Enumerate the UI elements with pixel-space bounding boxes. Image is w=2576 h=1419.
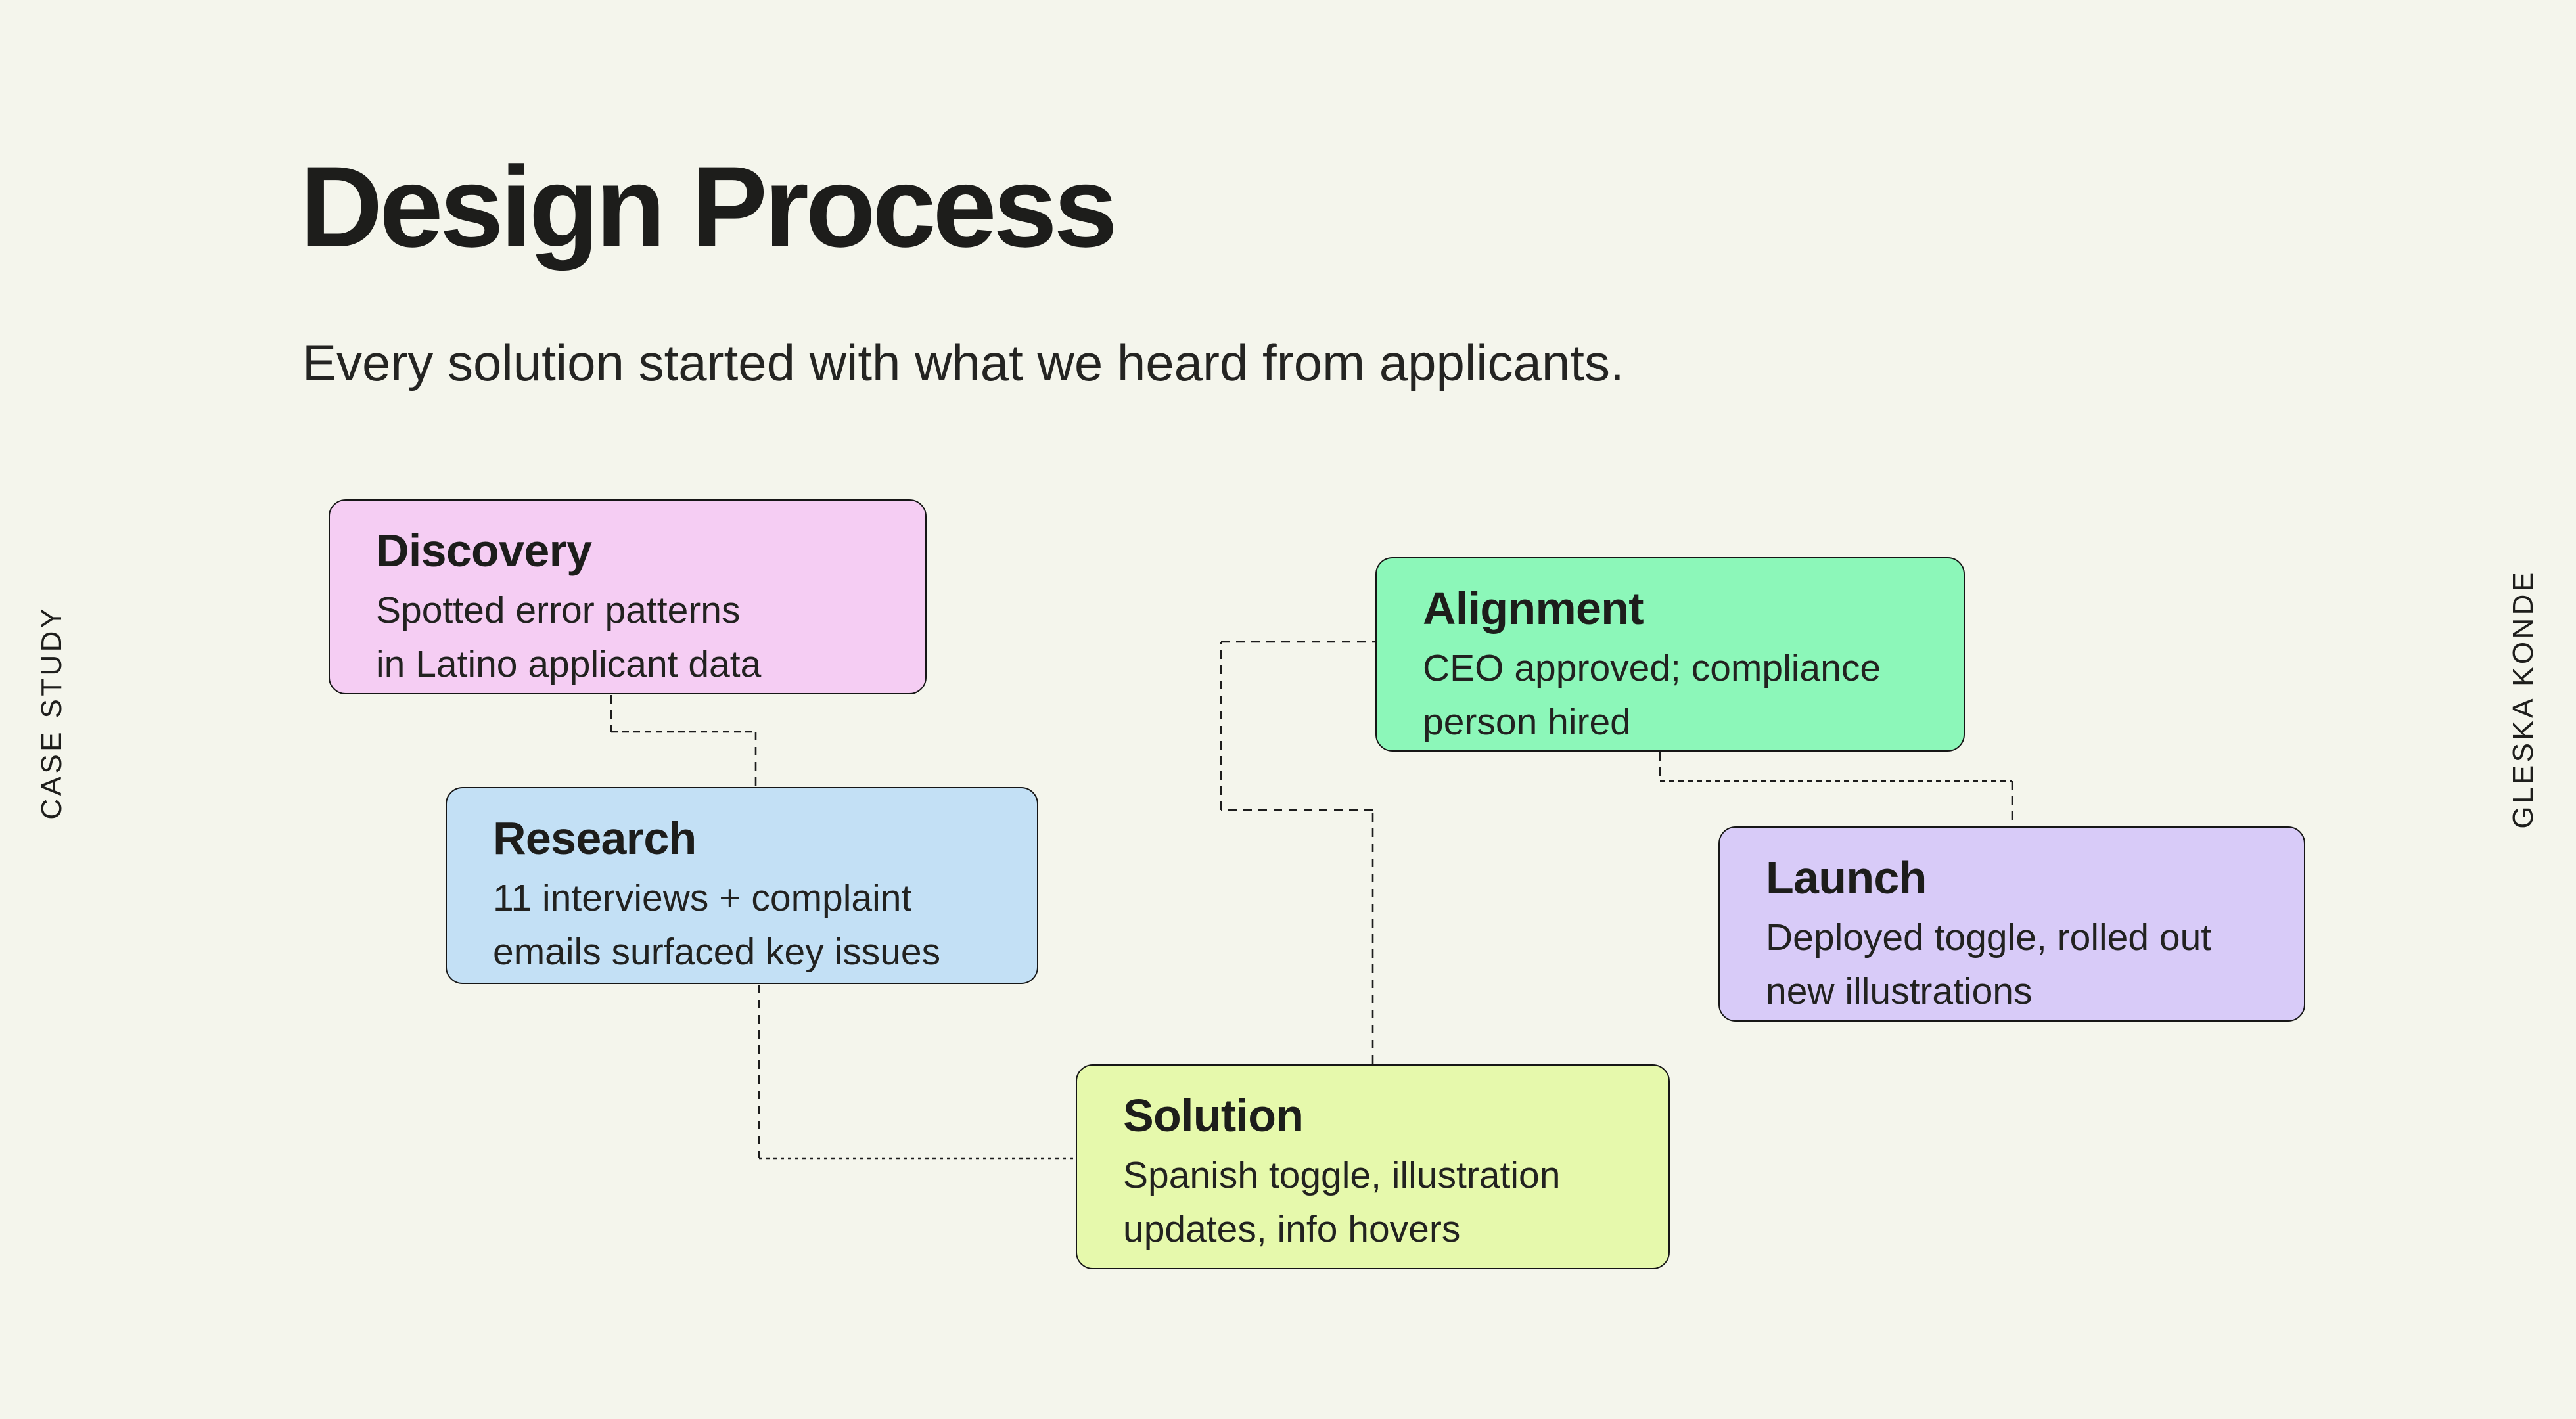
card-solution: Solution Spanish toggle, illustration up…	[1076, 1064, 1670, 1269]
card-body-line: updates, info hovers	[1123, 1208, 1461, 1251]
card-title: Launch	[1766, 852, 1927, 903]
page-title: Design Process	[300, 143, 1118, 271]
card-title: Solution	[1123, 1090, 1304, 1141]
card-body-line: CEO approved; compliance	[1423, 646, 1881, 689]
card-title: Alignment	[1423, 583, 1644, 634]
card-body-line: in Latino applicant data	[376, 643, 762, 686]
card-title: Research	[493, 813, 697, 864]
card-body-line: emails surfaced key issues	[493, 931, 941, 974]
card-body-line: new illustrations	[1766, 970, 2033, 1013]
card-body-line: Deployed toggle, rolled out	[1766, 916, 2212, 958]
card-research: Research 11 interviews + complaint email…	[446, 787, 1038, 984]
card-title: Discovery	[376, 525, 592, 576]
page-subtitle: Every solution started with what we hear…	[302, 334, 1624, 392]
card-launch: Launch Deployed toggle, rolled out new i…	[1718, 826, 2305, 1022]
card-body-line: person hired	[1423, 701, 1631, 744]
card-alignment: Alignment CEO approved; compliance perso…	[1375, 557, 1965, 752]
card-discovery: Discovery Spotted error patterns in Lati…	[329, 499, 927, 694]
card-body-line: Spanish toggle, illustration	[1123, 1154, 1561, 1196]
card-body-line: 11 interviews + complaint	[493, 876, 912, 919]
card-body-line: Spotted error patterns	[376, 589, 741, 631]
